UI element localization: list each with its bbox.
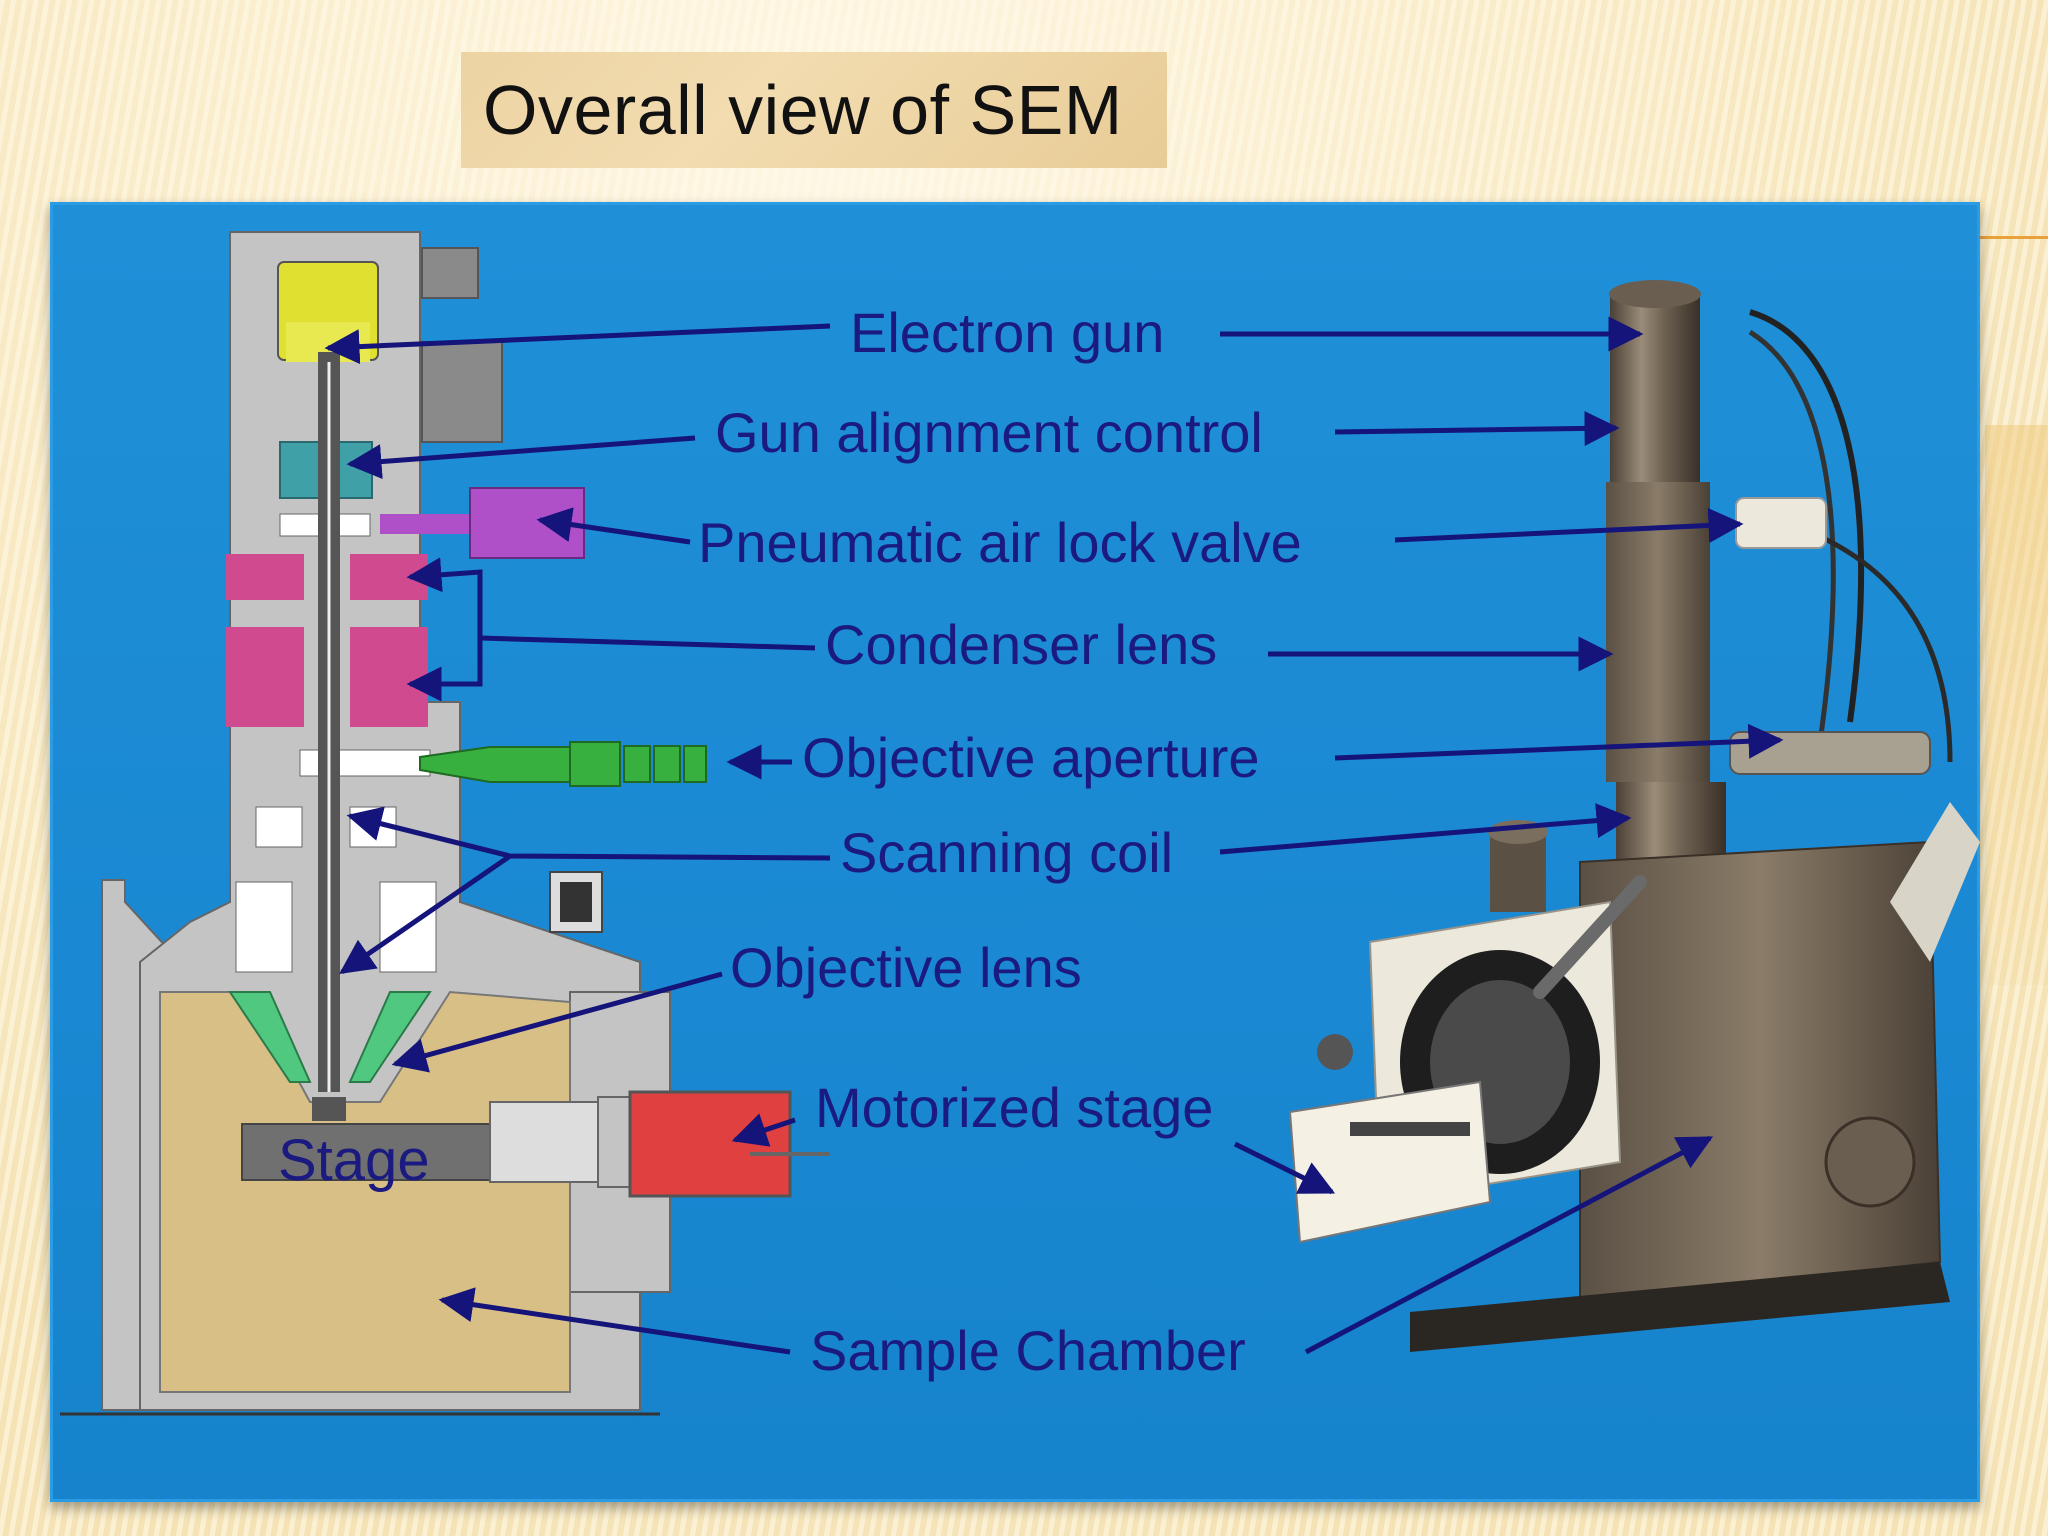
- sem-figure: Stage: [50, 202, 1980, 1502]
- aperture-knob-3: [653, 745, 681, 783]
- accent-line: [1980, 236, 2048, 239]
- page-title: Overall view of SEM: [483, 71, 1123, 149]
- obj-lens-block-l: [235, 881, 293, 973]
- title-box: Overall view of SEM: [461, 52, 1167, 168]
- motor-body: [628, 1090, 792, 1198]
- arrow-scan-right: [1219, 803, 1632, 855]
- sem-diagram-svg: Stage: [60, 231, 1980, 1416]
- photo-aperture: [1729, 731, 1931, 775]
- labels: Electron gun Gun alignment control Pneum…: [698, 301, 1302, 1382]
- label-obj-lens: Objective lens: [730, 936, 1082, 999]
- label-electron-gun: Electron gun: [850, 301, 1164, 364]
- photo-valve: [1735, 497, 1827, 549]
- sem-photo: [1288, 280, 1980, 1352]
- pole-piece-r: [348, 991, 432, 1083]
- photo-round-port: [1824, 1116, 1916, 1208]
- photo-side-arm: [1890, 802, 1980, 962]
- scan-coil-block-l: [255, 806, 303, 848]
- photo-chamber: [1579, 840, 1942, 1304]
- arrow-valve-left: [536, 507, 691, 545]
- arrow-condenser-lower: [406, 638, 483, 702]
- specimen-holder: [312, 1097, 346, 1121]
- arrow-condenser-upper: [406, 557, 816, 651]
- stage-drive: [489, 1101, 611, 1183]
- photo-base: [1410, 1262, 1950, 1352]
- aperture-knob-1: [569, 741, 621, 787]
- arrow-chamber-left: [438, 1287, 791, 1355]
- label-motorized-stage: Motorized stage: [815, 1076, 1213, 1139]
- label-condenser: Condenser lens: [825, 613, 1217, 676]
- photo-stage-box: [1288, 1080, 1492, 1244]
- pole-piece-l: [228, 991, 312, 1083]
- arrow-align-right: [1334, 410, 1620, 446]
- arrow-aperture-right: [1334, 723, 1784, 761]
- condenser-lens-1a: [226, 554, 304, 600]
- arrow-motor-left: [731, 1113, 796, 1147]
- arrow-gun-left: [324, 323, 831, 365]
- label-gun-alignment: Gun alignment control: [715, 401, 1263, 464]
- side-port-inner: [560, 882, 592, 922]
- condenser-lens-2b: [350, 627, 428, 727]
- cable-3: [1809, 529, 1953, 763]
- top-block-1: [421, 247, 479, 299]
- cable-2: [1748, 329, 1836, 743]
- accent-block: [1985, 425, 2048, 985]
- arrow-motor-right: [1233, 1141, 1336, 1195]
- arrow-valve-right: [1394, 507, 1744, 543]
- photo-knob: [1317, 1034, 1353, 1070]
- label-obj-aperture: Objective aperture: [802, 726, 1260, 789]
- arrows: [324, 316, 1784, 1355]
- label-scanning-coil: Scanning coil: [840, 821, 1173, 884]
- stage-label: Stage: [278, 1128, 430, 1193]
- label-sample-chamber: Sample Chamber: [810, 1319, 1246, 1382]
- aperture-knob-4: [683, 745, 707, 783]
- arrow-scan-lower: [339, 853, 512, 975]
- column-cap: [1609, 280, 1701, 308]
- top-block-2: [421, 341, 503, 443]
- condenser-lens-2a: [226, 627, 304, 727]
- arrow-chamber-right: [1304, 1135, 1714, 1355]
- valve-stem: [380, 514, 470, 534]
- photo-stage-slot: [1350, 1122, 1470, 1136]
- arrow-align-left: [346, 435, 696, 480]
- label-air-lock: Pneumatic air lock valve: [698, 511, 1302, 574]
- column-top: [1610, 292, 1700, 482]
- aperture-knob-2: [623, 745, 651, 783]
- schematic-diagram: Stage: [60, 231, 830, 1416]
- arrow-objlens-left: [391, 971, 723, 1073]
- photo-port: [1490, 832, 1546, 912]
- photo-lever: [1533, 875, 1647, 999]
- column-mid: [1606, 482, 1710, 782]
- cable-1: [1749, 309, 1865, 723]
